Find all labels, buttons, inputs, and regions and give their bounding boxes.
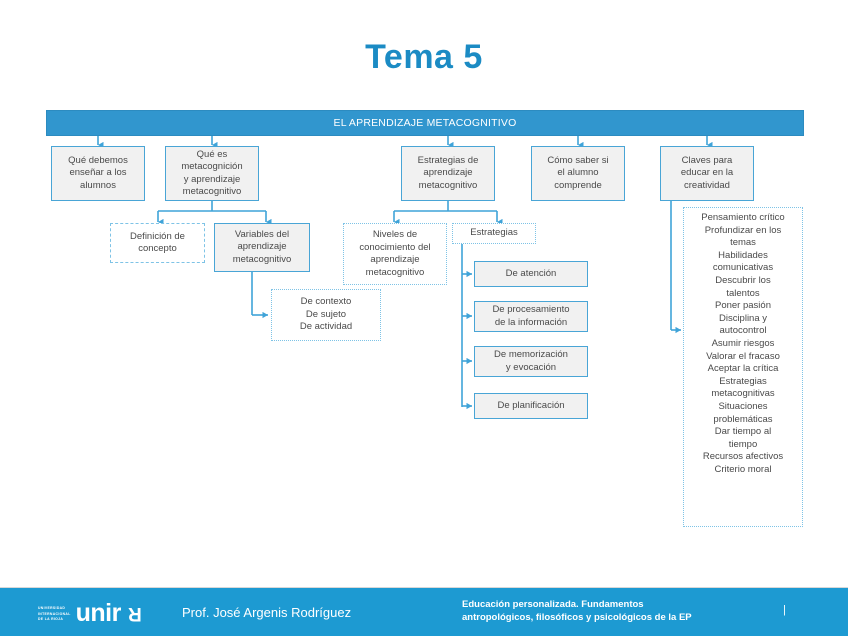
list-item: Criterio moral <box>714 463 772 475</box>
footer-divider <box>0 587 848 588</box>
node-de-planificacion[interactable]: De planificación <box>474 393 588 419</box>
list-item: Situaciones problemáticas <box>713 400 773 425</box>
footer-page-number: | <box>783 604 786 616</box>
list-item: Pensamiento crítico <box>701 212 785 223</box>
unir-rotated-r: R <box>127 603 142 624</box>
unir-wordmark: unir <box>75 599 122 627</box>
list-item: Aceptar la crítica <box>707 363 779 375</box>
node-definicion-concepto[interactable]: Definición de concepto <box>110 223 205 263</box>
node-estrategias-aprendizaje-metacognitivo[interactable]: Estrategias de aprendizaje metacognitivo <box>401 146 495 201</box>
node-como-saber-comprende[interactable]: Cómo saber si el alumno comprende <box>531 146 625 201</box>
node-variables-aprendizaje[interactable]: Variables del aprendizaje metacognitivo <box>214 223 310 272</box>
list-item: Profundizar en los temas <box>704 224 782 249</box>
list-item: Valorar el fracaso <box>706 350 780 362</box>
list-item: Poner pasión <box>715 300 771 312</box>
logo-line: DE LA RIOJA <box>38 617 64 621</box>
list-item: Estrategias metacognitivas <box>711 375 775 400</box>
list-item: Dar tiempo al tiempo <box>714 426 772 450</box>
list-item: Recursos afectivos <box>702 451 784 463</box>
logo-line: UNIVERSIDAD <box>38 606 66 610</box>
node-que-es-metacognicion[interactable]: Qué es metacognición y aprendizaje metac… <box>165 146 259 201</box>
node-de-atencion[interactable]: De atención <box>474 261 588 287</box>
list-item: Disciplina y autocontrol <box>718 312 768 337</box>
diagram-header-label: EL APRENDIZAJE METACOGNITIVO <box>333 117 517 129</box>
node-de-procesamiento-informacion[interactable]: De procesamiento de la información <box>474 301 588 332</box>
list-item: Descubrir los talentos <box>715 274 771 299</box>
list-item: Habilidades comunicativas <box>712 249 774 274</box>
logo-line: INTERNACIONAL <box>38 611 71 616</box>
node-claves-creatividad-list[interactable]: Pensamiento crítico Profundizar en los t… <box>683 207 803 527</box>
node-que-debemos-ensenar[interactable]: Qué debemos enseñar a los alumnos <box>51 146 145 201</box>
node-niveles-conocimiento[interactable]: Niveles de conocimiento del aprendizaje … <box>343 223 447 285</box>
unir-logo: UNIVERSIDAD INTERNACIONAL DE LA RIOJA un… <box>38 599 142 627</box>
page-title: Tema 5 <box>365 38 483 76</box>
node-estrategias[interactable]: Estrategias <box>452 223 536 244</box>
unir-logo-subtitle: UNIVERSIDAD INTERNACIONAL DE LA RIOJA <box>38 606 71 624</box>
node-de-memorizacion-evocacion[interactable]: De memorización y evocación <box>474 346 588 377</box>
node-claves-creatividad[interactable]: Claves para educar en la creatividad <box>660 146 754 201</box>
diagram-header-band: EL APRENDIZAJE METACOGNITIVO <box>46 110 804 136</box>
list-item: Asumir riesgos <box>711 337 775 349</box>
footer-author: Prof. José Argenis Rodríguez <box>182 605 352 620</box>
concept-map: EL APRENDIZAJE METACOGNITIVO Qué debemos… <box>46 110 804 527</box>
node-contexto-sujeto-actividad[interactable]: De contexto De sujeto De actividad <box>271 289 381 341</box>
footer-course-title: Educación personalizada. Fundamentos ant… <box>462 599 692 623</box>
footer-bar: UNIVERSIDAD INTERNACIONAL DE LA RIOJA un… <box>0 588 848 636</box>
